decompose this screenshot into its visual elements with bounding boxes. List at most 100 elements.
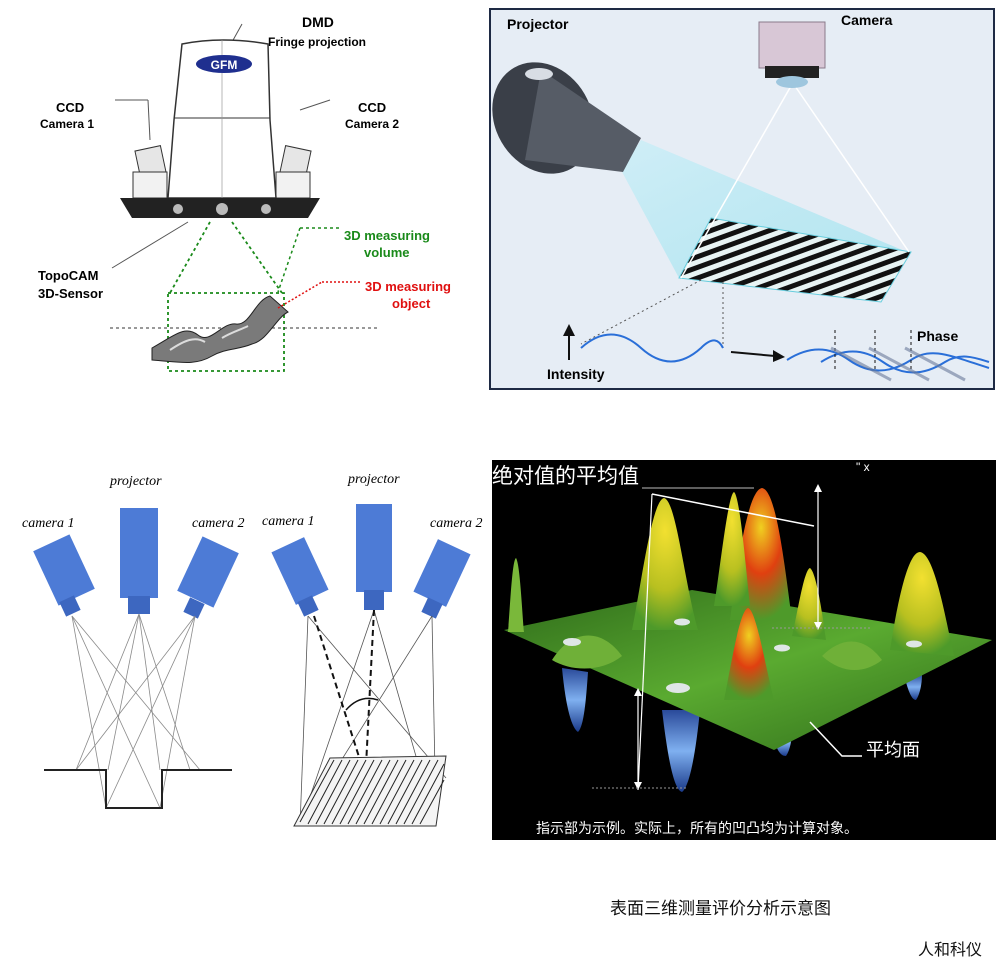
intensity-dotted-line xyxy=(580,279,702,345)
right-projector-label: projector xyxy=(348,472,400,487)
ccd2-subtitle: Camera 2 xyxy=(345,117,400,131)
transform-arrow xyxy=(730,351,776,357)
surface-drawing xyxy=(504,484,992,792)
transform-arrowhead-icon xyxy=(773,350,785,362)
camera-mount xyxy=(765,66,819,78)
ccd2-leader-line xyxy=(299,99,331,111)
measuring-object-shape xyxy=(151,295,289,363)
measuring-volume-frame xyxy=(167,292,285,372)
right-projector-lens xyxy=(364,590,384,610)
surface-corner-mark: " x xyxy=(856,460,870,474)
schematic-right xyxy=(271,504,471,827)
valley-left xyxy=(562,668,588,732)
right-projector-sight-line xyxy=(365,609,375,767)
volume-label-line1: 3D measuring xyxy=(344,228,430,243)
right-camera1-lens xyxy=(297,595,319,617)
pit-2 xyxy=(666,683,690,693)
right-fringe-lines xyxy=(299,759,445,825)
sensor-label-line2: 3D-Sensor xyxy=(38,286,104,301)
peak-right xyxy=(890,552,954,656)
left-camera2-body xyxy=(177,536,239,608)
stereo-schematic-panel: projector camera 1 camera 2 projector ca… xyxy=(0,460,490,840)
ccd2-title: CCD xyxy=(358,100,387,115)
intensity-arrowhead-icon xyxy=(563,324,575,336)
surface-footnote: 指示部为示例。实际上，所有的凹凸均为计算对象。 xyxy=(536,821,858,837)
right-camera2-label: camera 2 xyxy=(430,516,483,531)
right-camera1-label: camera 1 xyxy=(262,514,315,529)
watermark: 人和科仪 xyxy=(918,940,983,959)
schematic-left xyxy=(33,508,239,809)
right-camera1-sight-line xyxy=(313,615,361,761)
phase-wave-2 xyxy=(820,350,990,374)
volume-ray-left xyxy=(169,221,211,294)
right-camera2-lens xyxy=(421,597,443,619)
stereo-drawing xyxy=(33,504,471,827)
pit-1 xyxy=(563,638,581,646)
projector-label: Projector xyxy=(507,16,569,32)
fringe-projection-panel: Projector Camera Intensity Phase xyxy=(489,8,995,390)
phase-label: Phase xyxy=(917,328,959,344)
projector-lens-highlight xyxy=(525,68,553,80)
topocam-drawing: GFM xyxy=(110,23,380,372)
sensor-leader-line xyxy=(111,221,189,269)
lens-right-icon xyxy=(261,204,271,214)
left-step-profile xyxy=(44,769,232,809)
lens-left-icon xyxy=(173,204,183,214)
sensor-label-line1: TopoCAM xyxy=(38,268,99,283)
gfm-logo-icon xyxy=(196,55,252,73)
left-projector-label: projector xyxy=(110,474,162,489)
pit-5 xyxy=(906,640,922,648)
camera-ray-left xyxy=(680,85,792,279)
left-rays xyxy=(71,613,201,809)
right-camera2-body xyxy=(413,539,471,607)
guide-slant-line xyxy=(651,493,815,527)
camera-label: Camera xyxy=(841,12,893,28)
figure-caption: 表面三维测量评价分析示意图 xyxy=(610,899,831,919)
lens-center-icon xyxy=(216,203,228,215)
triangulation-angle-arc xyxy=(345,697,379,711)
left-projector-body xyxy=(120,508,158,598)
object-leader-line xyxy=(277,281,323,309)
camera-body xyxy=(758,21,826,69)
peak-left xyxy=(632,498,698,630)
intensity-label: Intensity xyxy=(547,366,605,382)
peak-front xyxy=(724,608,774,700)
fringe-drawing xyxy=(492,21,990,382)
guide-arrow-down-icon xyxy=(814,622,822,630)
object-highlight xyxy=(169,325,249,351)
right-projector-body xyxy=(356,504,392,592)
left-camera1-body xyxy=(33,534,95,606)
volume-leader-line-b xyxy=(277,227,301,293)
guide-depth-arrow-down-icon xyxy=(634,782,642,790)
dmd-leader-line xyxy=(231,23,243,43)
ccd-camera-1 xyxy=(132,145,168,199)
peak-mid xyxy=(792,568,826,640)
peak-narrow xyxy=(714,492,750,606)
dmd-title: DMD xyxy=(302,14,334,30)
guide-arrow-up-icon xyxy=(814,484,822,492)
projector-barrel xyxy=(525,70,641,172)
left-camera1-lens xyxy=(59,595,81,617)
fringe-pattern xyxy=(678,217,912,303)
left-camera2-lens xyxy=(183,597,205,619)
topocam-panel: GFM DMD Fringe projection CCD Camera 1 C… xyxy=(0,0,490,390)
volume-ray-right xyxy=(231,221,283,294)
mean-plane-leader xyxy=(809,721,862,757)
dmd-subtitle: Fringe projection xyxy=(268,35,367,49)
ccd1-leader-line-b xyxy=(147,99,151,141)
camera-lens-icon xyxy=(776,76,808,88)
peak-edge xyxy=(508,558,524,632)
bump-2 xyxy=(822,641,882,671)
phase-shift-bars xyxy=(830,346,966,382)
left-camera1-label: camera 1 xyxy=(22,516,75,531)
gfm-logo-text: GFM xyxy=(211,58,238,72)
camera-ray-right xyxy=(794,85,910,253)
left-camera2-label: camera 2 xyxy=(192,516,245,531)
valley-center xyxy=(662,710,700,792)
intensity-wave xyxy=(580,333,724,363)
surface-analysis-panel: 绝对值的平均值 " x 平均面 指示部为示例。实际上，所有的凹凸均为计算对象。 xyxy=(492,460,996,840)
volume-label-line2: volume xyxy=(364,245,410,260)
ccd-camera-2 xyxy=(275,145,312,199)
surface-heading: 绝对值的平均值 xyxy=(492,464,639,488)
right-camera1-body xyxy=(271,537,329,605)
